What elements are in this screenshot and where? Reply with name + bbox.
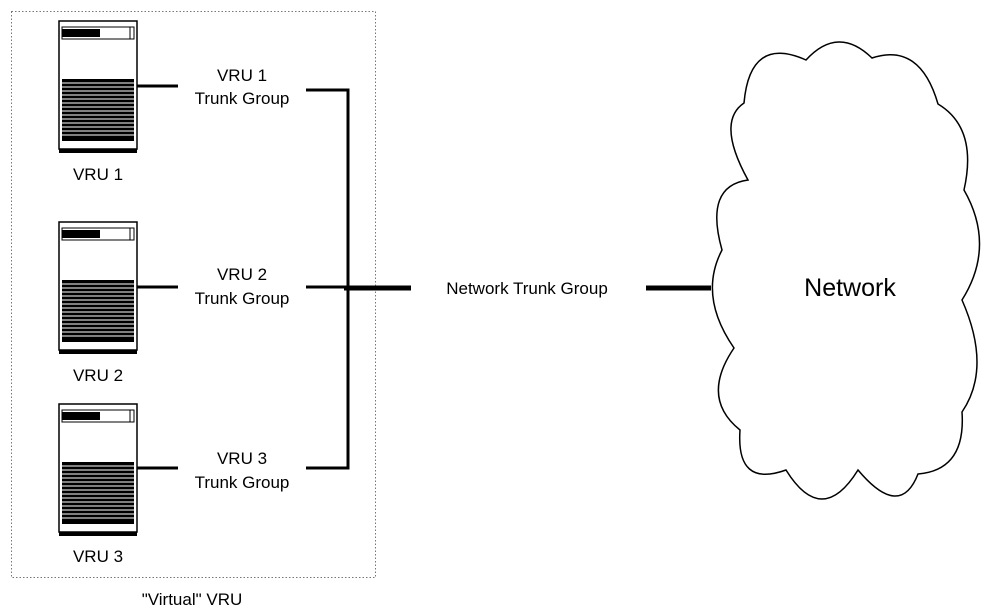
network-label: Network (804, 274, 896, 302)
virtual-vru-boundary (11, 11, 376, 578)
vru-1-trunk-label-line1: VRU 1 (217, 66, 267, 85)
network-cloud-icon (711, 41, 981, 500)
vru-1-server-icon (58, 20, 138, 154)
vru-1-label: VRU 1 (73, 165, 123, 184)
vru-2-trunk-label-line2: Trunk Group (195, 289, 290, 308)
vru-3-server-icon (58, 403, 138, 537)
virtual-vru-label: "Virtual" VRU (142, 590, 243, 609)
vru-1-trunk-label-line2: Trunk Group (195, 89, 290, 108)
vru-2-server-icon (58, 221, 138, 355)
vru-2-trunk-label-line1: VRU 2 (217, 265, 267, 284)
vru-3-trunk-line-right (306, 290, 350, 470)
vru-3-trunk-label-line2: Trunk Group (195, 473, 290, 492)
vru-3-label: VRU 3 (73, 547, 123, 566)
vru-3-trunk-label-line1: VRU 3 (217, 449, 267, 468)
network-trunk-label: Network Trunk Group (446, 279, 608, 298)
vru-2-label: VRU 2 (73, 366, 123, 385)
vru-1-trunk-line-right (306, 88, 350, 286)
